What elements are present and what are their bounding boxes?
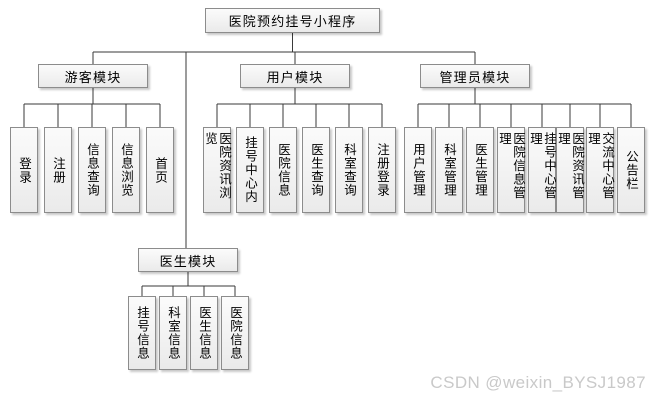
leaf-node[interactable]: 信息浏览 [112,127,140,213]
leaf-node-label: 医院信息管理 [497,132,525,200]
leaf-node-label: 挂号中心管理 [528,132,556,200]
leaf-node[interactable]: 挂号信息 [128,296,156,370]
leaf-node[interactable]: 登录 [10,127,38,213]
leaf-node-label: 医院信息 [228,306,242,360]
leaf-node-label: 信息浏览 [119,143,133,197]
leaf-node-label: 挂号中心内 [243,136,257,204]
leaf-node-label: 挂号信息 [135,306,149,360]
node-doctor-module[interactable]: 医生模块 [138,248,238,272]
leaf-node-label: 医生信息 [197,306,211,360]
leaf-node-label: 医生管理 [473,143,487,197]
node-root[interactable]: 医院预约挂号小程序 [205,8,380,33]
leaf-node[interactable]: 医院资讯浏览 [203,127,231,213]
leaf-node[interactable]: 医院信息 [221,296,249,370]
leaf-node-label: 公告栏 [624,149,638,191]
leaf-node-label: 医生查询 [309,143,323,197]
leaf-node-label: 科室查询 [342,143,356,197]
leaf-node-label: 注册 [51,156,65,184]
node-admin-module-label: 管理员模块 [439,69,511,85]
leaf-node-label: 医院资讯管理 [556,132,584,200]
leaf-node[interactable]: 信息查询 [78,127,106,213]
node-user-module[interactable]: 用户模块 [240,64,350,88]
leaf-node-label: 注册登录 [375,143,389,197]
leaf-node[interactable]: 医生查询 [302,127,330,213]
leaf-node[interactable]: 医生信息 [190,296,218,370]
leaf-node[interactable]: 注册 [44,127,72,213]
leaf-node-label: 科室信息 [166,306,180,360]
leaf-node-label: 信息查询 [85,143,99,197]
leaf-node[interactable]: 注册登录 [368,127,396,213]
leaf-node-label: 医院资讯浏览 [203,132,231,200]
leaf-node[interactable]: 医院资讯管理 [556,127,584,213]
node-user-module-label: 用户模块 [266,69,324,85]
leaf-node-label: 首页 [153,156,167,184]
leaf-node[interactable]: 用户管理 [404,127,432,213]
watermark: CSDN @weixin_BYSJ1987 [430,373,646,392]
leaf-node[interactable]: 科室信息 [159,296,187,370]
node-admin-module[interactable]: 管理员模块 [420,64,530,88]
leaf-node[interactable]: 科室查询 [335,127,363,213]
node-visitor-module-label: 游客模块 [64,69,122,85]
leaf-node[interactable]: 交流中心管理 [586,127,614,213]
leaf-node-label: 登录 [17,156,31,184]
leaf-node-label: 医院信息 [276,143,290,197]
leaf-node[interactable]: 公告栏 [617,127,645,213]
leaf-node[interactable]: 首页 [146,127,174,213]
node-doctor-module-label: 医生模块 [159,253,217,269]
leaf-node[interactable]: 医院信息管理 [497,127,525,213]
leaf-node[interactable]: 挂号中心管理 [528,127,556,213]
leaf-node-label: 交流中心管理 [586,132,614,200]
node-visitor-module[interactable]: 游客模块 [38,64,148,88]
leaf-node-label: 科室管理 [442,143,456,197]
leaf-node-label: 用户管理 [411,143,425,197]
leaf-node[interactable]: 医生管理 [466,127,494,213]
leaf-node[interactable]: 挂号中心内 [236,127,264,213]
leaf-node[interactable]: 科室管理 [435,127,463,213]
node-root-label: 医院预约挂号小程序 [228,14,357,29]
leaf-node[interactable]: 医院信息 [269,127,297,213]
